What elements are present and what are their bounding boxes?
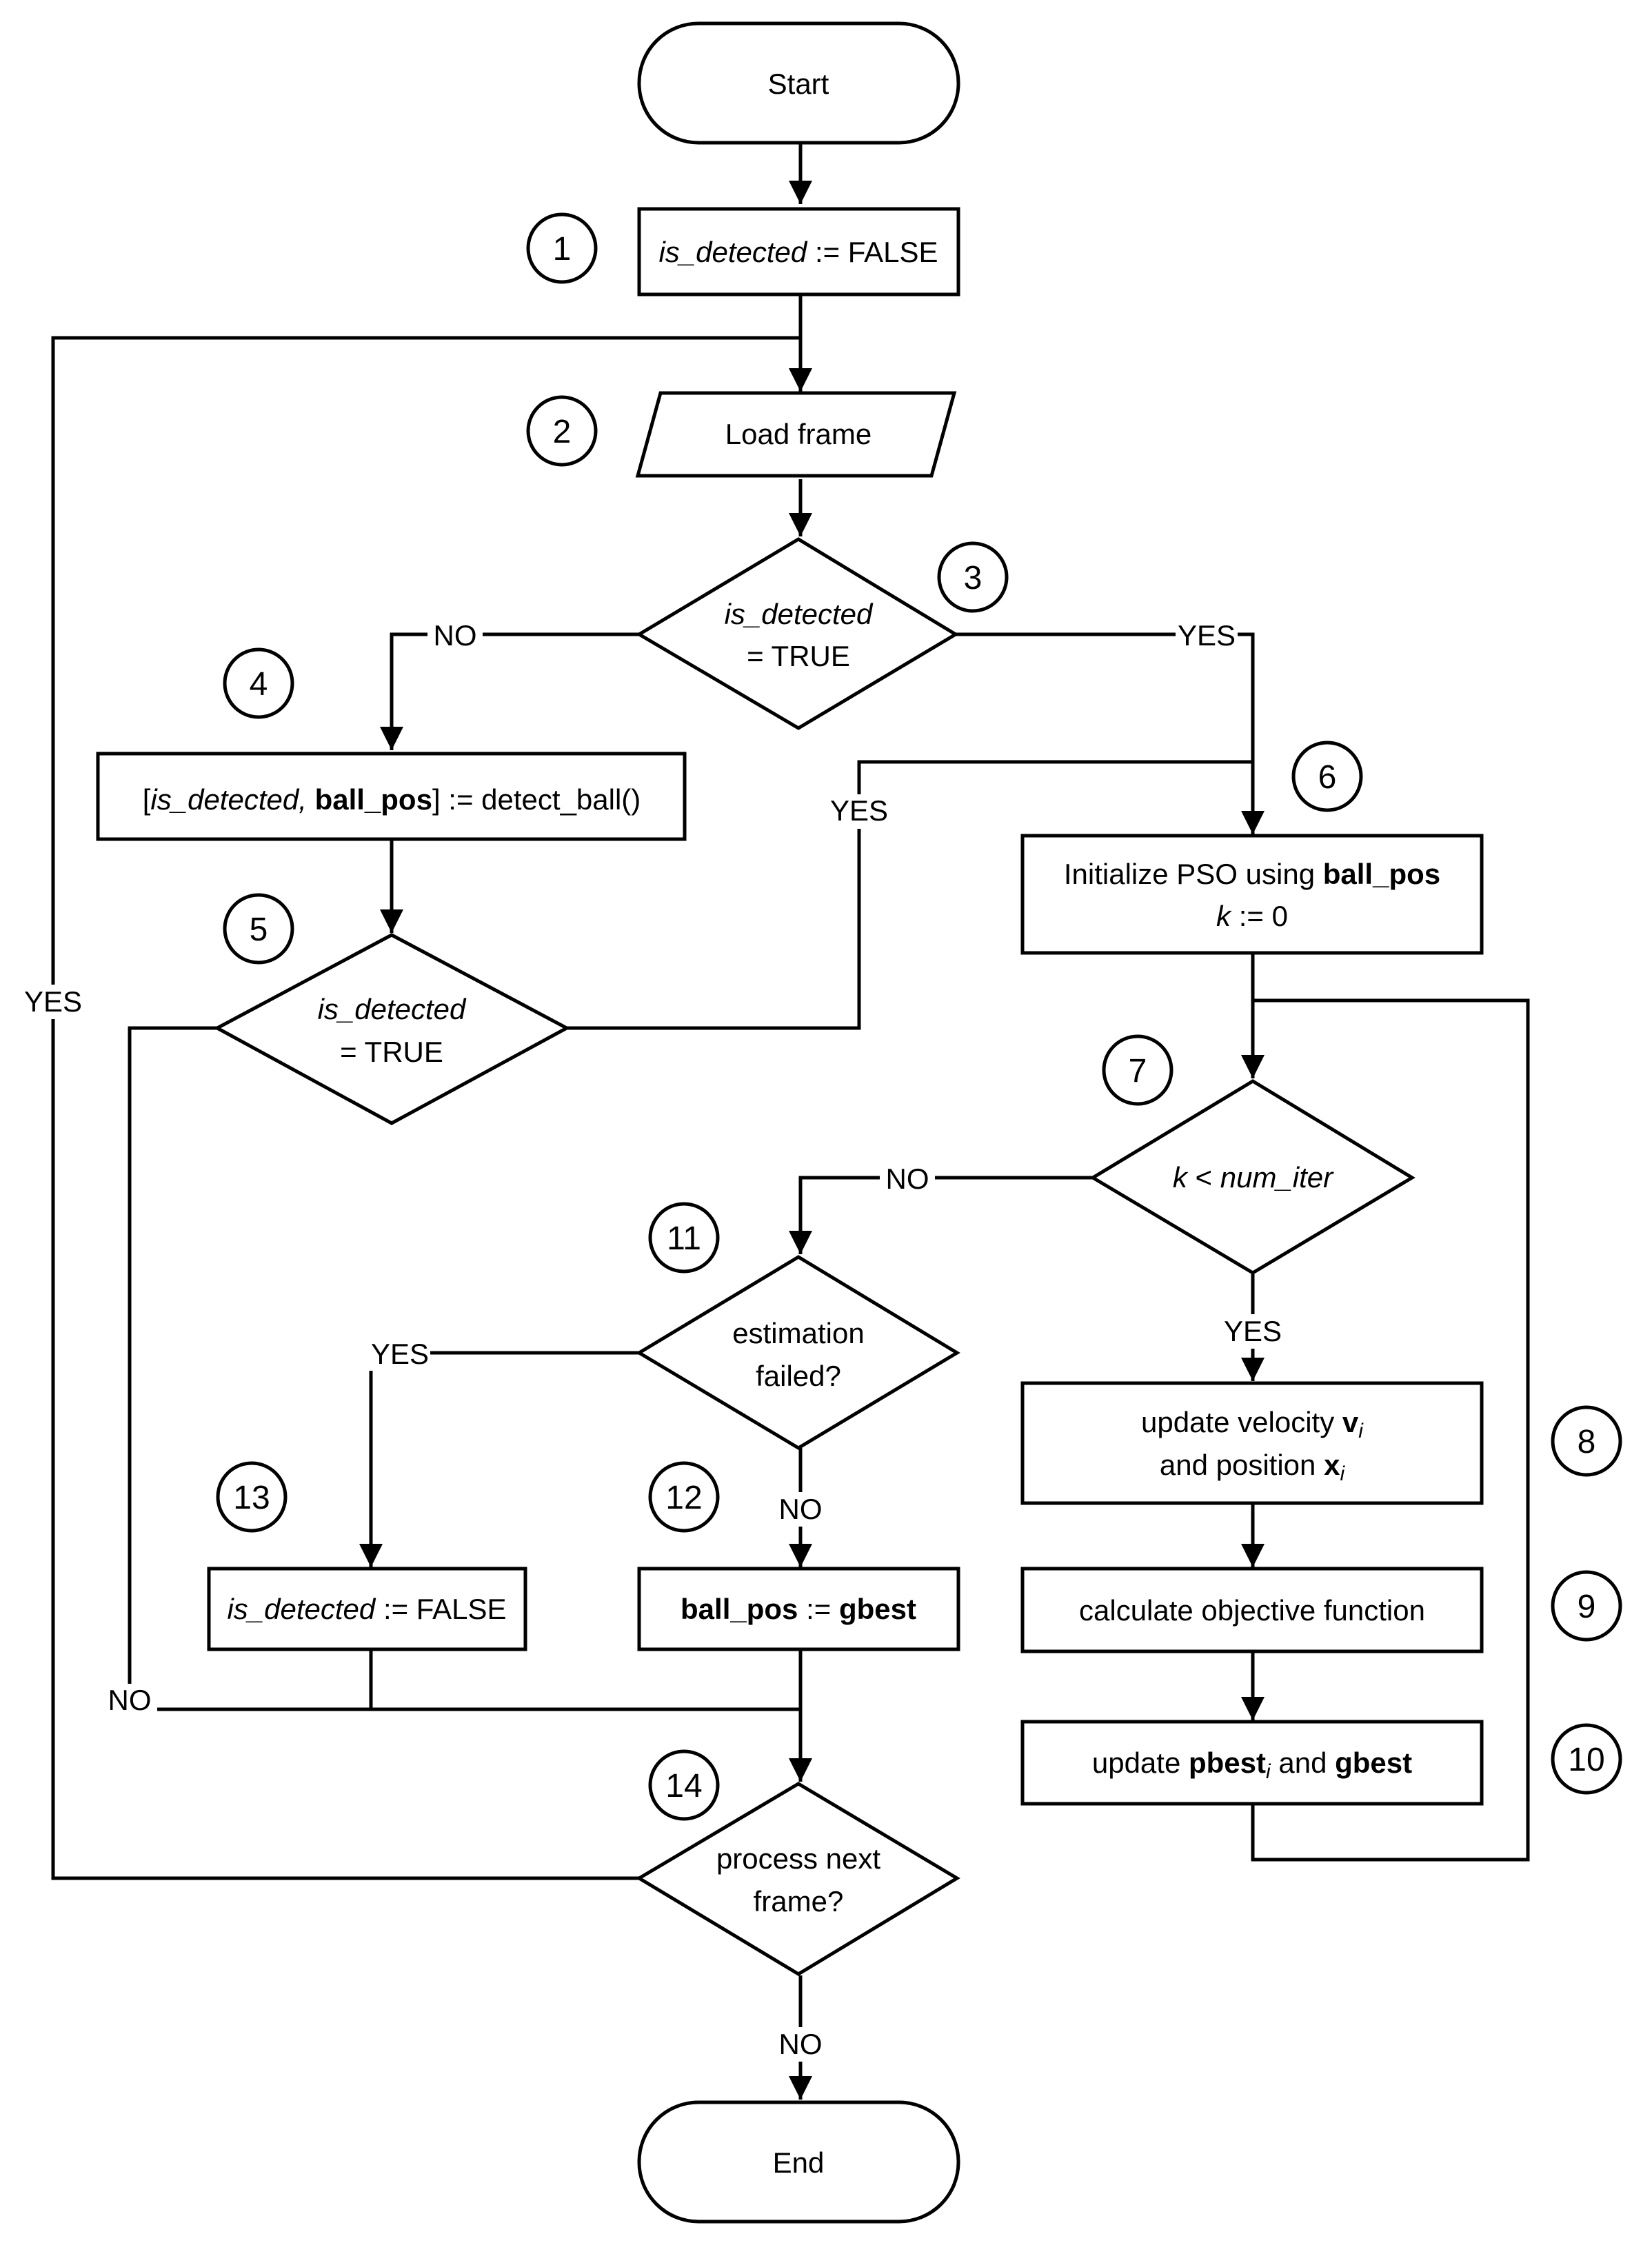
label-step3-yes: YES <box>1178 619 1236 652</box>
label-step3-no: NO <box>434 619 477 652</box>
label-step5-yes: YES <box>830 794 888 827</box>
step4-detect-process: [is_detected, ball_pos] := detect_ball() <box>96 752 687 841</box>
step5-line2: = TRUE <box>340 1036 443 1068</box>
step11-line1: estimation <box>732 1317 864 1349</box>
step2-text: Load frame <box>725 418 872 450</box>
step14-decision: process next frame? <box>636 1782 960 1976</box>
step13-reset-process: is_detected := FALSE <box>207 1567 527 1651</box>
step-number-11: 11 <box>648 1202 720 1274</box>
step-number-7: 7 <box>1102 1034 1173 1106</box>
svg-text:12: 12 <box>665 1480 702 1516</box>
step14-line2: frame? <box>754 1885 844 1918</box>
step13-text: is_detected := FALSE <box>227 1593 506 1625</box>
branch-labels: NO YES YES NO NO YES YES NO YES NO <box>21 618 1285 2062</box>
step-number-circles: 1 2 3 4 5 6 7 8 9 10 11 12 13 14 <box>216 212 1622 1821</box>
svg-text:7: 7 <box>1129 1053 1147 1089</box>
label-step14-no: NO <box>779 2028 823 2060</box>
svg-text:11: 11 <box>667 1220 701 1257</box>
step1-init-process: is_detected := FALSE <box>637 207 960 296</box>
svg-text:4: 4 <box>250 666 268 703</box>
step11-decision: estimation failed? <box>636 1255 960 1450</box>
step4-text: [is_detected, ball_pos] := detect_ball() <box>143 783 641 816</box>
label-step7-yes: YES <box>1224 1315 1282 1347</box>
step-number-12: 12 <box>648 1461 720 1533</box>
step3-line2: = TRUE <box>747 640 850 672</box>
step-number-8: 8 <box>1551 1405 1622 1477</box>
step-number-14: 14 <box>648 1749 720 1821</box>
step6-init-pso-process: Initialize PSO using ball_pos k := 0 <box>1020 834 1484 955</box>
step11-line2: failed? <box>756 1360 841 1392</box>
arrow-loop-back-to-step7 <box>1251 998 1530 1862</box>
step5-line1: is_detected <box>318 993 467 1025</box>
arrow-step5-yes-to-step6 <box>567 760 1253 1030</box>
step8-line2: and position xi <box>1160 1449 1346 1485</box>
end-terminal: End <box>637 2100 960 2224</box>
step-number-13: 13 <box>216 1461 288 1533</box>
step-number-3: 3 <box>937 541 1009 613</box>
end-label: End <box>773 2146 825 2179</box>
svg-text:14: 14 <box>665 1768 702 1804</box>
step10-text: update pbesti and gbest <box>1092 1747 1412 1783</box>
step12-text: ball_pos := gbest <box>681 1593 916 1625</box>
step12-assign-process: ball_pos := gbest <box>637 1567 960 1651</box>
svg-text:1: 1 <box>553 231 572 268</box>
step5-decision: is_detected = TRUE <box>213 933 571 1125</box>
arrow-step11-yes-to-step13 <box>359 1351 639 1567</box>
step1-text: is_detected := FALSE <box>658 236 938 268</box>
start-label: Start <box>768 68 829 100</box>
step8-line1: update velocity vi <box>1141 1406 1364 1442</box>
step-number-4: 4 <box>223 647 294 719</box>
svg-text:3: 3 <box>964 560 983 596</box>
arrow-step3-yes-to-step6 <box>956 632 1265 834</box>
step8-update-process: update velocity vi and position xi <box>1020 1381 1484 1505</box>
step-number-2: 2 <box>526 395 598 467</box>
step3-line1: is_detected <box>725 598 874 630</box>
svg-text:6: 6 <box>1318 759 1337 796</box>
label-step11-no: NO <box>779 1493 823 1525</box>
svg-text:2: 2 <box>553 414 572 450</box>
arrow-step5-no-to-merge <box>128 1026 800 1711</box>
arrow-step7-no-to-step11 <box>789 1176 1093 1254</box>
label-step7-no: NO <box>886 1163 929 1195</box>
step6-line2: k := 0 <box>1216 900 1288 932</box>
step10-update-best-process: update pbesti and gbest <box>1020 1720 1484 1806</box>
svg-text:8: 8 <box>1578 1424 1596 1460</box>
arrow-step3-no-to-step4 <box>380 632 639 750</box>
step-number-9: 9 <box>1551 1570 1622 1642</box>
svg-text:5: 5 <box>250 912 268 948</box>
step2-load-frame-io: Load frame <box>635 391 957 478</box>
svg-text:9: 9 <box>1578 1589 1596 1625</box>
label-step11-yes: YES <box>371 1338 429 1370</box>
step9-text: calculate objective function <box>1079 1594 1425 1627</box>
step7-text: k < num_iter <box>1173 1161 1334 1194</box>
step3-decision: is_detected = TRUE <box>636 537 959 730</box>
svg-text:13: 13 <box>233 1480 270 1516</box>
arrow-step14-yes-to-step2 <box>51 336 800 1880</box>
connectors <box>51 143 1530 2100</box>
step-number-6: 6 <box>1291 741 1363 812</box>
label-step5-no: NO <box>108 1684 152 1716</box>
step14-line1: process next <box>716 1842 880 1875</box>
step-number-5: 5 <box>223 893 294 965</box>
label-step14-yes: YES <box>24 985 82 1018</box>
svg-text:10: 10 <box>1568 1742 1604 1778</box>
step6-line1: Initialize PSO using ball_pos <box>1064 858 1440 890</box>
step-number-10: 10 <box>1551 1723 1622 1795</box>
step7-decision: k < num_iter <box>1089 1079 1416 1275</box>
step-number-1: 1 <box>526 212 598 284</box>
start-terminal: Start <box>637 21 960 145</box>
step9-objective-process: calculate objective function <box>1020 1567 1484 1653</box>
